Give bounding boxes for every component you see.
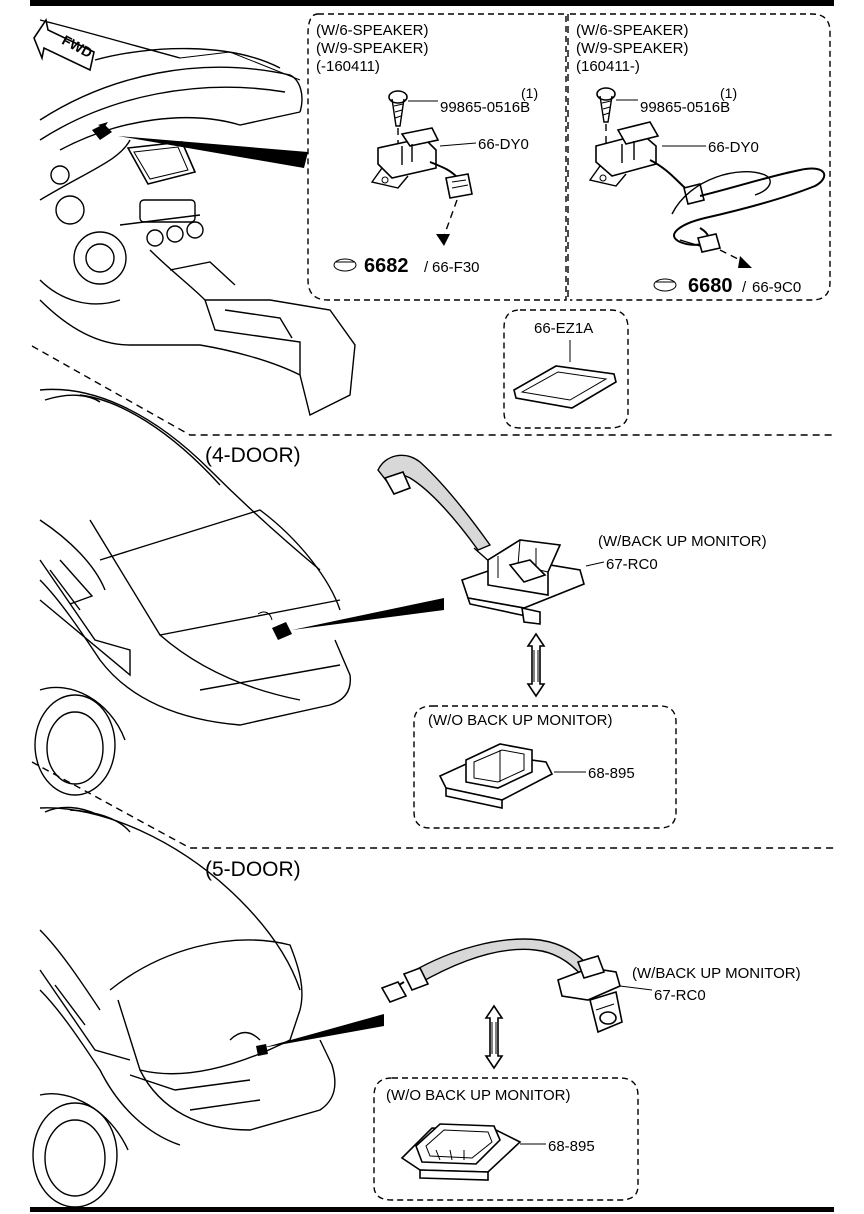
right-ref-number: 6680 bbox=[688, 275, 733, 297]
sd-card-box: 66-EZ1A bbox=[503, 309, 629, 429]
sd-card-part: 66-EZ1A bbox=[534, 320, 593, 337]
five-door-cover-part: 68-895 bbox=[548, 1138, 595, 1155]
five-door-cover-box: (W/O BACK UP MONITOR) 68-895 bbox=[373, 1077, 639, 1201]
dashboard-illustration bbox=[39, 19, 356, 417]
five-door-camera-icon bbox=[557, 955, 623, 1034]
five-door-no-monitor-condition: (W/O BACK UP MONITOR) bbox=[386, 1087, 570, 1104]
four-door-title: (4-DOOR) bbox=[205, 444, 301, 467]
amplifier-module-icon bbox=[588, 121, 660, 187]
bottom-border bbox=[30, 1207, 834, 1212]
five-door-title: (5-DOOR) bbox=[205, 858, 301, 881]
antenna-cable-icon bbox=[649, 159, 826, 253]
left-condition-3: (-160411) bbox=[316, 58, 380, 75]
sd-card-icon bbox=[513, 365, 617, 409]
left-condition-2: (W/9-SPEAKER) bbox=[316, 40, 429, 57]
right-screw-part: 99865-0516B bbox=[640, 99, 730, 116]
right-ref-part: 66-9C0 bbox=[752, 279, 801, 296]
sedan-rear-illustration bbox=[34, 388, 444, 796]
four-door-no-monitor-condition: (W/O BACK UP MONITOR) bbox=[428, 712, 612, 729]
right-ref-slash: / bbox=[742, 279, 747, 296]
four-door-monitor-condition: (W/BACK UP MONITOR) bbox=[598, 533, 767, 550]
right-module-part: 66-DY0 bbox=[708, 139, 759, 156]
five-door-monitor-condition: (W/BACK UP MONITOR) bbox=[632, 965, 801, 982]
left-screw-qty: (1) bbox=[521, 85, 538, 101]
five-door-camera-part: 67-RC0 bbox=[654, 987, 706, 1004]
four-door-cover-part: 68-895 bbox=[588, 765, 635, 782]
fwd-arrow-icon: FWD bbox=[33, 17, 95, 72]
reference-icon bbox=[653, 278, 677, 292]
swap-arrow-icon bbox=[526, 632, 546, 698]
four-door-camera-part: 67-RC0 bbox=[606, 556, 658, 573]
left-condition-1: (W/6-SPEAKER) bbox=[316, 22, 429, 39]
four-door-camera-harness bbox=[377, 454, 509, 579]
four-door-cover-box: (W/O BACK UP MONITOR) 68-895 bbox=[413, 705, 677, 829]
four-door-camera-icon bbox=[460, 539, 585, 625]
left-screw-part: 99865-0516B bbox=[440, 99, 530, 116]
right-condition-1: (W/6-SPEAKER) bbox=[576, 22, 689, 39]
five-door-camera-harness bbox=[380, 938, 591, 1003]
swap-arrow-icon bbox=[484, 1004, 504, 1070]
reference-icon bbox=[333, 258, 357, 272]
right-condition-2: (W/9-SPEAKER) bbox=[576, 40, 689, 57]
connector-icon bbox=[445, 173, 473, 199]
speaker-box-left: (W/6-SPEAKER) (W/9-SPEAKER) (-160411) (1… bbox=[307, 13, 567, 301]
left-ref-part: 66-F30 bbox=[432, 259, 480, 276]
top-border bbox=[30, 0, 834, 6]
screw-icon bbox=[388, 90, 408, 127]
screw-icon bbox=[596, 87, 616, 123]
left-ref-slash: / bbox=[424, 259, 429, 276]
speaker-box-right: (W/6-SPEAKER) (W/9-SPEAKER) (160411-) (1… bbox=[570, 13, 831, 301]
cover-cap-icon bbox=[400, 1123, 522, 1181]
left-ref-number: 6682 bbox=[364, 255, 409, 277]
left-module-part: 66-DY0 bbox=[478, 136, 529, 153]
cover-cap-icon bbox=[438, 743, 554, 809]
right-screw-qty: (1) bbox=[720, 85, 737, 101]
hatchback-rear-illustration bbox=[32, 806, 384, 1208]
amplifier-module-icon bbox=[370, 127, 440, 189]
right-condition-3: (160411-) bbox=[576, 58, 640, 75]
